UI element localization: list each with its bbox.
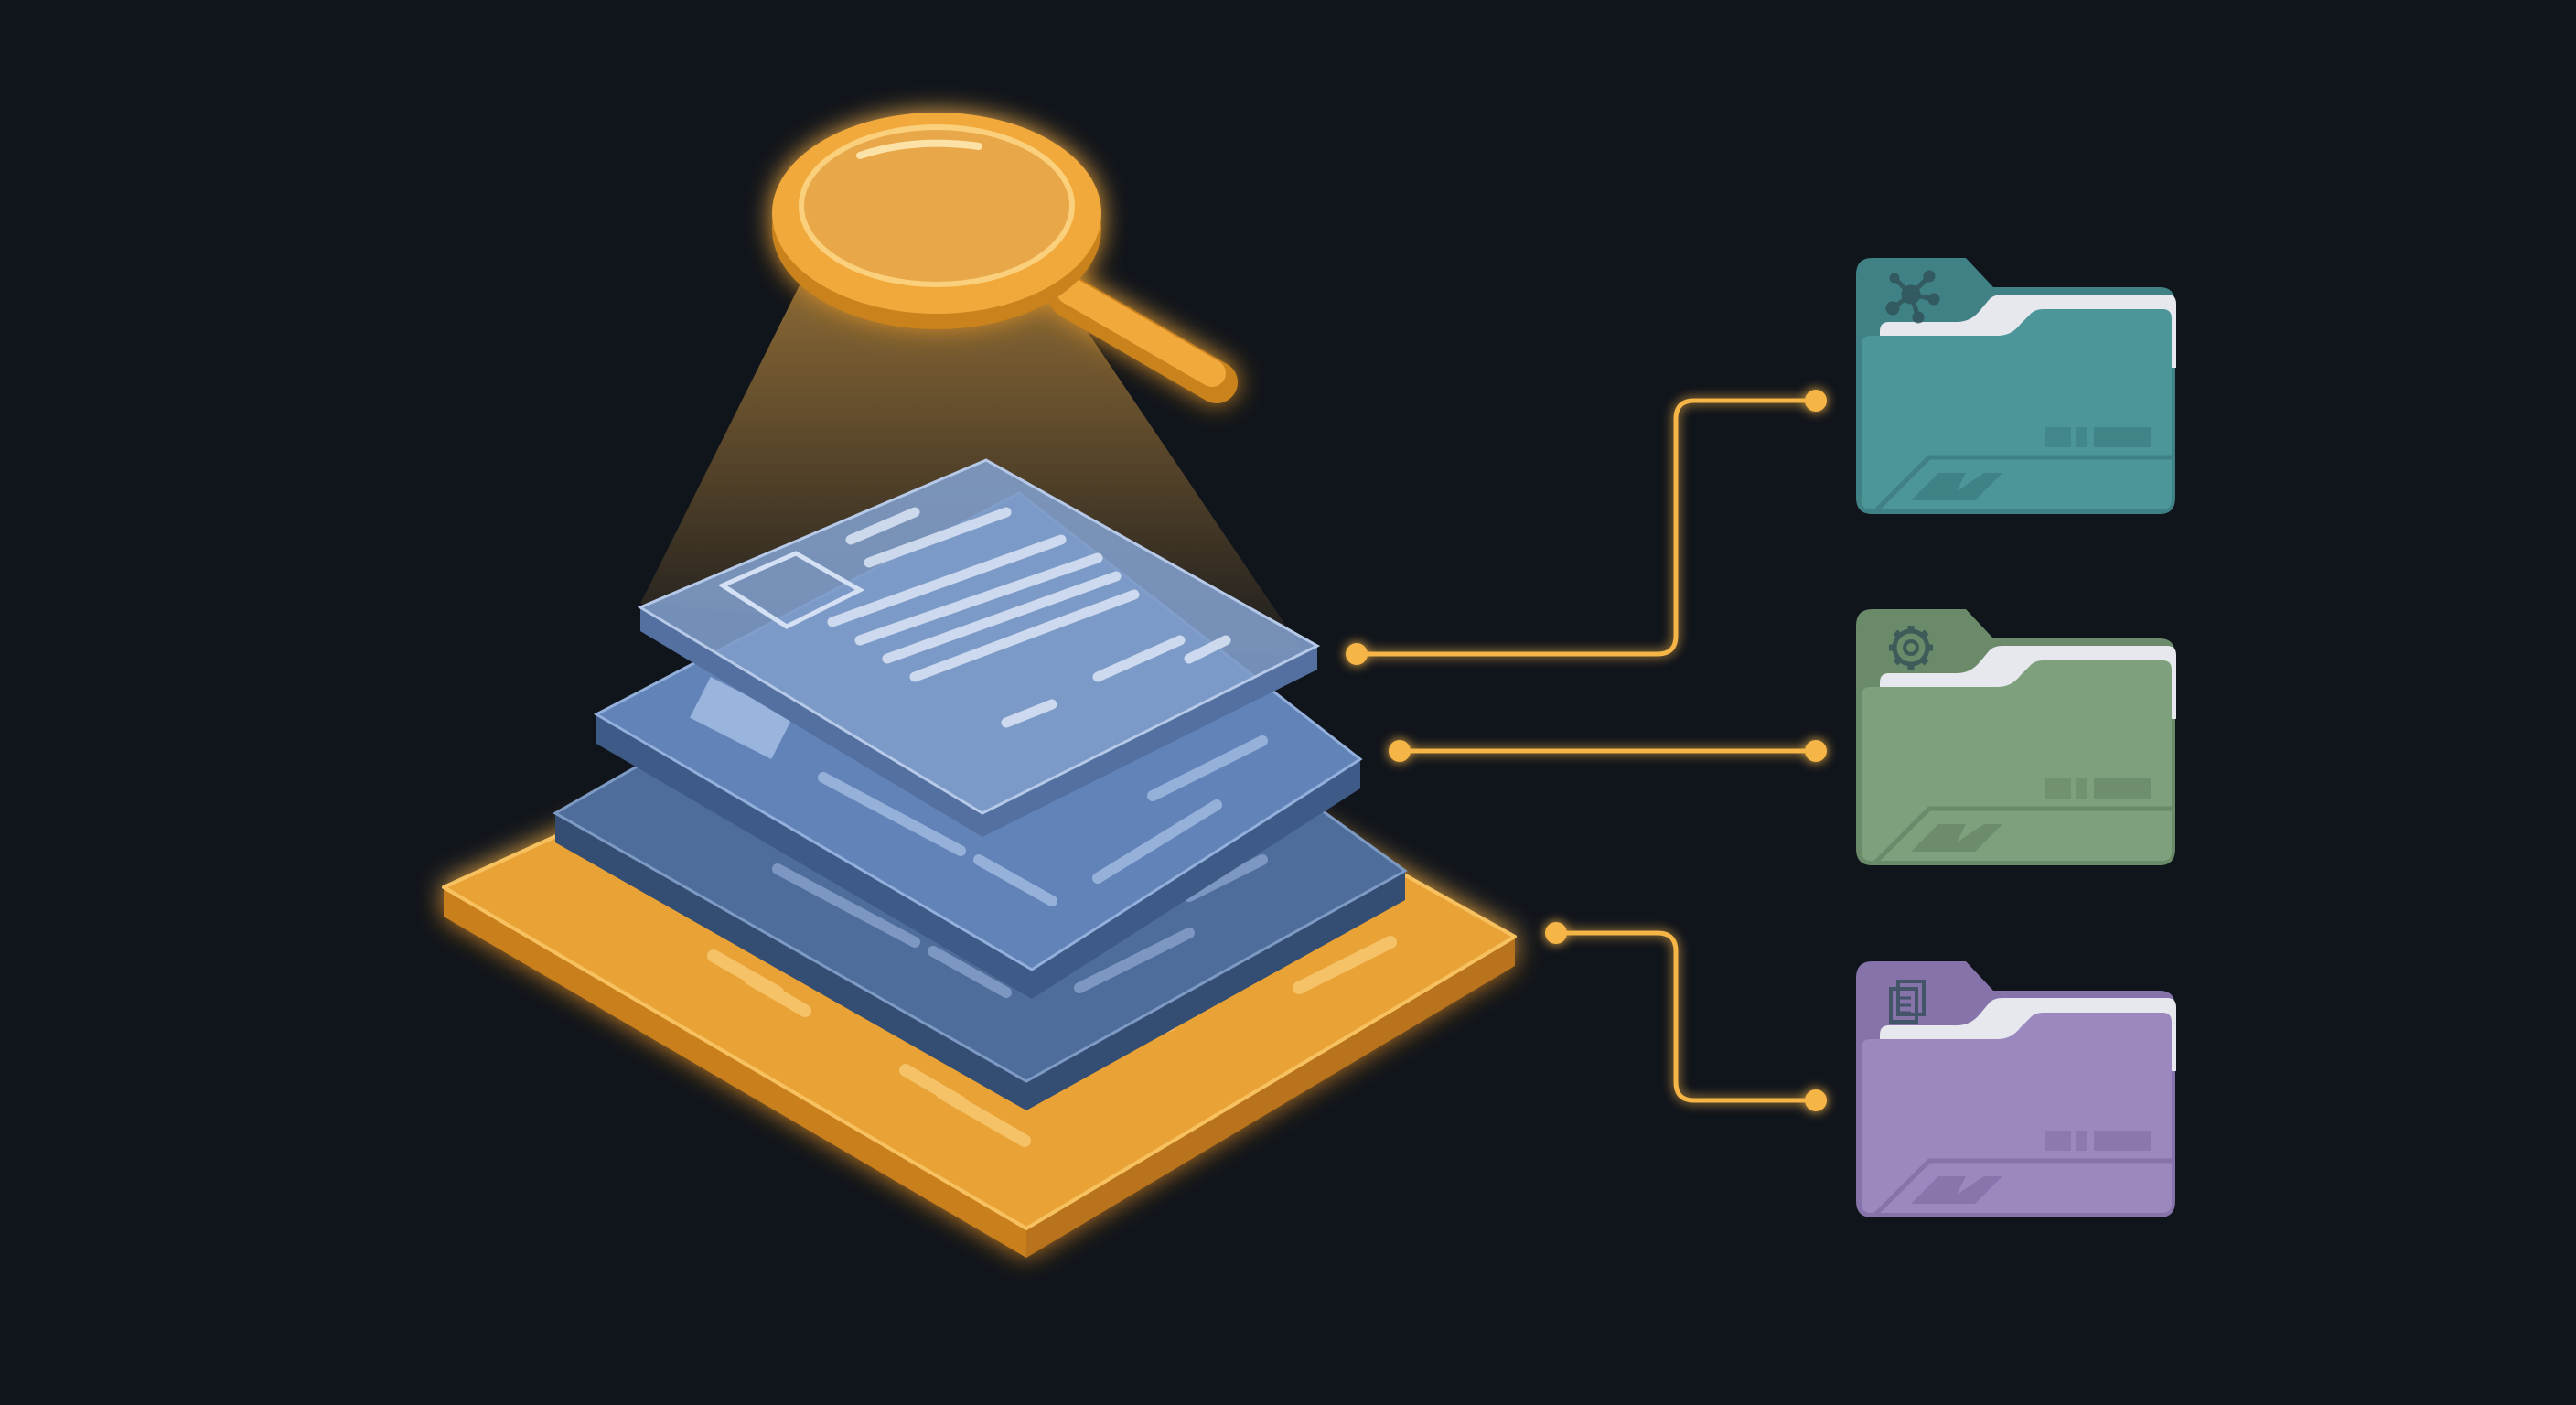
folder-settings[interactable] [1856, 609, 2176, 865]
magnifying-glass-icon [772, 113, 1238, 403]
gear-icon [1889, 626, 1933, 670]
documents-icon [1889, 980, 1926, 1024]
connectors [1346, 390, 1827, 1111]
folder-network[interactable] [1856, 258, 2176, 514]
connector-documents [1556, 930, 1816, 1103]
document-layer-top [637, 458, 1321, 837]
image-icon [717, 551, 865, 629]
folder-documents[interactable] [1856, 961, 2176, 1217]
connector-network [1357, 398, 1816, 657]
network-nodes-icon [1885, 270, 1940, 324]
